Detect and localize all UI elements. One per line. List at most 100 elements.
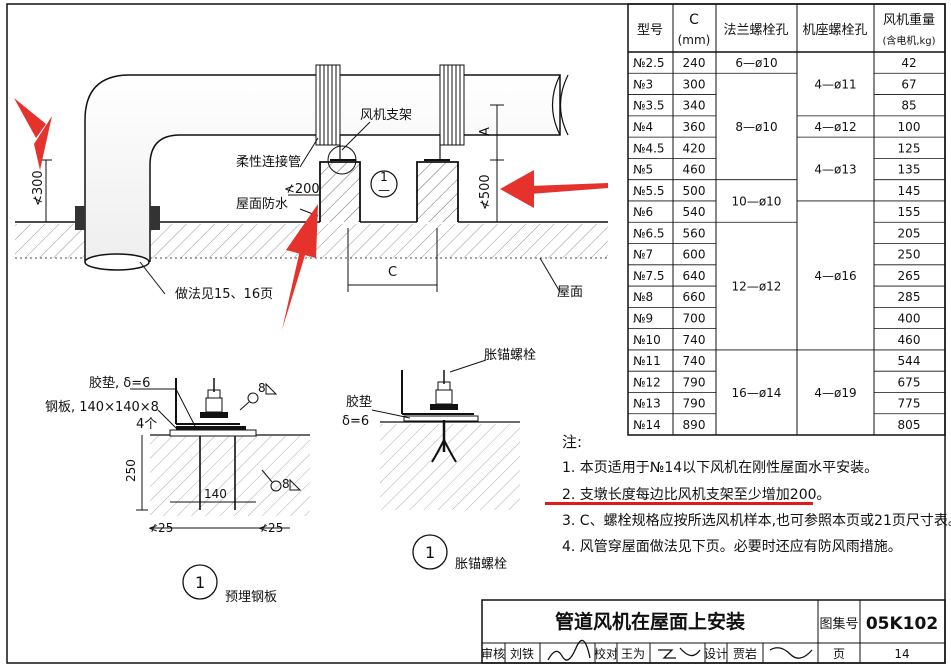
base-group: 4—ø19 xyxy=(814,386,856,400)
cell-model: №5.5 xyxy=(633,184,665,198)
label-roof-waterproof: 屋面防水 xyxy=(236,196,288,212)
note-2: 2. 支墩长度每边比风机支架至少增加200。 xyxy=(562,487,831,503)
base-group: 4—ø12 xyxy=(814,120,856,134)
designer-signature xyxy=(769,647,813,659)
cell-c: 640 xyxy=(683,269,706,283)
proofer: 王为 xyxy=(621,647,645,661)
label-rubber-pad: 胶垫, δ=6 xyxy=(89,375,150,391)
detail-left-num: 1 xyxy=(195,573,205,592)
spec-table: 型号 C (mm) 法兰螺栓孔 机座螺栓孔 风机重量 (含电机,kg) №2.5… xyxy=(627,3,946,436)
label-delta: δ=6 xyxy=(342,414,369,429)
section-callout-den: — xyxy=(378,183,390,197)
cell-model: №12 xyxy=(633,375,661,389)
detail-embedded-plate: 250 140 ≮25 ≮25 8 8 胶垫, δ=6 钢板, 140×140×… xyxy=(45,375,310,605)
cell-c: 420 xyxy=(683,141,706,155)
cell-model: №3 xyxy=(633,77,653,91)
label-roof: 屋面 xyxy=(557,285,583,300)
th-c: C xyxy=(689,12,699,28)
cell-model: №5 xyxy=(633,163,653,177)
review-label: 审核 xyxy=(481,646,505,661)
atlas-no: 05K102 xyxy=(866,614,938,634)
th-c-unit: (mm) xyxy=(678,33,711,47)
flange-group: 12—ø12 xyxy=(732,280,782,294)
th-model: 型号 xyxy=(637,23,663,38)
dim-200: ≮200 xyxy=(284,182,320,197)
cell-weight: 145 xyxy=(898,184,921,198)
cell-weight: 775 xyxy=(898,397,921,411)
label-see-pages: 做法见15、16页 xyxy=(175,287,273,302)
cell-model: №4 xyxy=(633,120,653,134)
reviewer-signature xyxy=(547,639,591,661)
cell-weight: 265 xyxy=(898,269,921,283)
weld-8b: 8 xyxy=(282,477,290,491)
note-3: 3. C、螺栓规格应按所选风机样本,也可参照本页或21页尺寸表。 xyxy=(562,513,951,529)
cell-c: 660 xyxy=(683,290,706,304)
cell-c: 500 xyxy=(683,184,706,198)
dim-500: ≮500 xyxy=(478,174,493,210)
cell-c: 300 xyxy=(683,77,706,91)
cell-model: №2.5 xyxy=(633,56,665,70)
cell-model: №7.5 xyxy=(633,269,665,283)
cell-weight: 67 xyxy=(901,77,916,91)
red-arrow-200 xyxy=(282,204,318,330)
atlas-label: 图集号 xyxy=(819,616,858,632)
section-callout xyxy=(370,170,398,198)
label-flexible-pipe: 柔性连接管 xyxy=(236,154,301,170)
th-base: 机座螺栓孔 xyxy=(802,23,867,38)
cell-model: №14 xyxy=(633,418,661,432)
cell-weight: 285 xyxy=(898,290,921,304)
cell-c: 890 xyxy=(683,418,706,432)
th-flange: 法兰螺栓孔 xyxy=(723,23,788,38)
dim-c: C xyxy=(388,265,397,280)
design-label: 设计 xyxy=(704,647,728,661)
label-anchor-bolt: 胀锚螺栓 xyxy=(484,348,536,363)
red-arrow-300 xyxy=(14,98,52,170)
cell-model: №10 xyxy=(633,333,661,347)
cell-c: 540 xyxy=(683,205,706,219)
flexible-connector-right xyxy=(439,64,465,146)
reviewer: 刘铁 xyxy=(510,647,534,661)
pier-left xyxy=(319,161,361,222)
label-rubber-pad-2: 胶垫 xyxy=(346,394,372,410)
dim-25b: ≮25 xyxy=(258,521,283,535)
designer: 贾岩 xyxy=(733,646,757,661)
flange-group: 8—ø10 xyxy=(735,120,777,134)
cell-weight: 400 xyxy=(898,312,921,326)
note-1: 1. 本页适用于№14以下风机在刚性屋面水平安装。 xyxy=(562,460,879,476)
th-weight: 风机重量 xyxy=(883,12,935,28)
base-group: 4—ø16 xyxy=(814,269,856,283)
proofer-signature xyxy=(658,647,701,659)
cell-model: №11 xyxy=(633,354,661,368)
weld-8a: 8 xyxy=(258,381,266,395)
base-group: 4—ø13 xyxy=(814,163,856,177)
cell-weight: 250 xyxy=(898,248,921,262)
cell-weight: 125 xyxy=(898,141,921,155)
dim-a: A xyxy=(478,127,493,136)
cell-weight: 85 xyxy=(901,99,916,113)
flexible-connector-left xyxy=(315,64,341,146)
cell-c: 360 xyxy=(683,120,706,134)
flange-group: 6—ø10 xyxy=(735,56,777,70)
dim-140: 140 xyxy=(204,487,227,501)
cell-c: 560 xyxy=(683,226,706,240)
dim-250: 250 xyxy=(124,459,138,482)
detail-anchor-bolt: 胀锚螺栓 胶垫 δ=6 1 胀锚螺栓 xyxy=(342,348,536,572)
flange-group: 10—ø10 xyxy=(732,194,782,208)
flange-group: 16—ø14 xyxy=(732,386,782,400)
cell-c: 700 xyxy=(683,312,706,326)
cell-model: №6 xyxy=(633,205,653,219)
pier-right xyxy=(416,161,459,222)
base-group: 4—ø11 xyxy=(814,77,856,91)
title-block: 管道风机在屋面上安装 图集号 05K102 审核 刘铁 校对 王为 设计 贾岩 … xyxy=(481,599,946,664)
drawing-title: 管道风机在屋面上安装 xyxy=(555,610,745,633)
caption-embedded-plate: 预埋钢板 xyxy=(225,590,277,605)
cell-weight: 100 xyxy=(898,120,921,134)
label-steel-plate: 钢板, 140×140×8 xyxy=(45,400,159,415)
note-4: 4. 风管穿屋面做法见下页。必要时还应有防风雨措施。 xyxy=(562,539,902,555)
label-fan-bracket: 风机支架 xyxy=(360,108,412,123)
cell-c: 240 xyxy=(683,56,706,70)
detail-left-callout xyxy=(182,564,218,600)
page-label: 页 xyxy=(833,647,845,661)
dim-300: ≮300 xyxy=(31,170,46,206)
cell-model: №8 xyxy=(633,290,653,304)
